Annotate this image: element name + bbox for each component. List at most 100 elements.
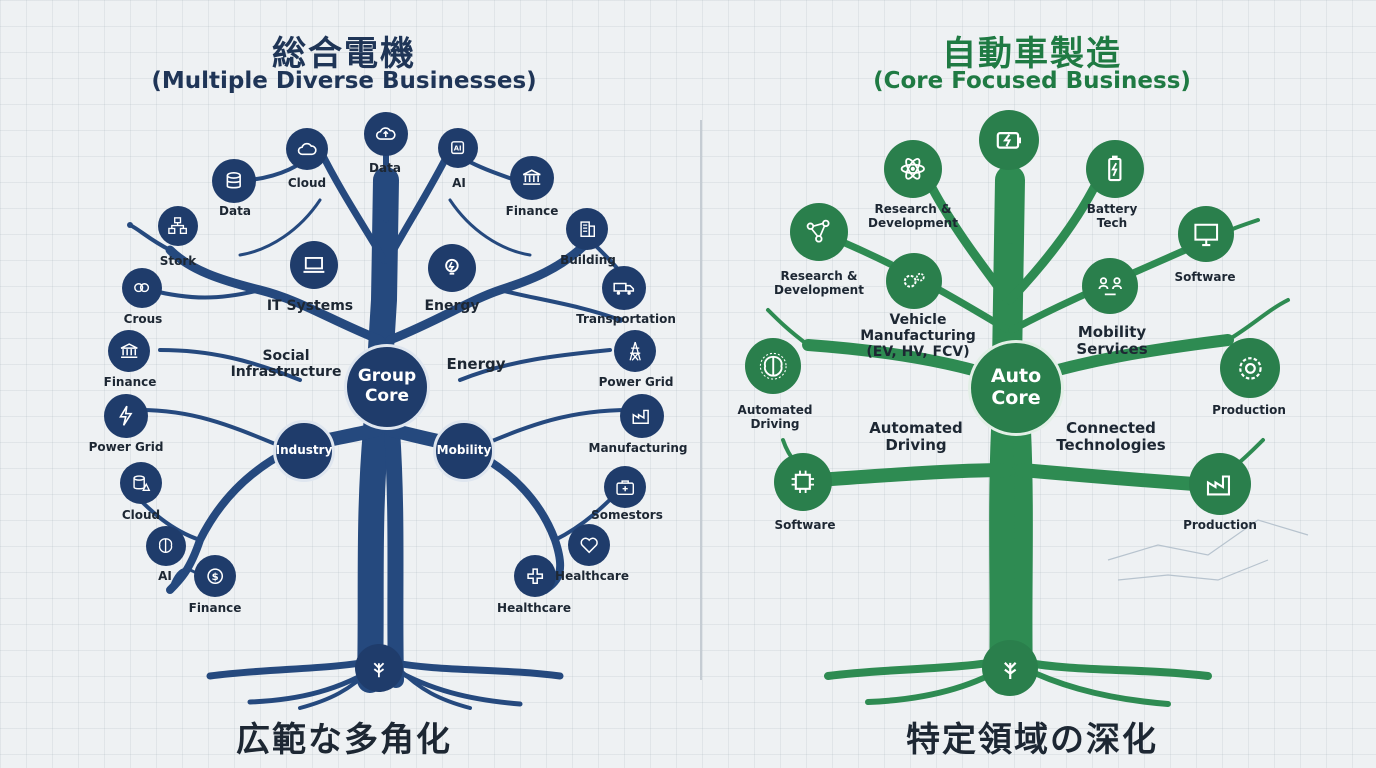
finance-left-label: Finance (103, 375, 157, 389)
healthcare-2-label: Healthcare (497, 601, 571, 615)
battery-tech-label-2: Tech (1096, 215, 1128, 230)
panel-divider (700, 120, 702, 680)
truck-icon (602, 266, 646, 310)
factory-icon (620, 394, 664, 438)
right-title-en: (Core Focused Business) (873, 68, 1191, 94)
energy-bulb-icon (428, 244, 476, 292)
data-top-label: Data (369, 161, 401, 175)
automated-driving-branch-label: Automated Driving (869, 419, 963, 455)
industry-hub-label: Industry (275, 443, 333, 458)
medical-kit-icon (604, 466, 646, 508)
svg-text:$: $ (211, 572, 218, 583)
industry-hub: Industry (273, 420, 335, 482)
manufacturing-label: Manufacturing (588, 441, 688, 455)
battery-charge-icon (979, 110, 1039, 170)
auto-core-label-2: Core (991, 387, 1041, 409)
link-icon (122, 268, 162, 308)
brain-icon (146, 526, 186, 566)
battery-tech-label-1: Battery (1086, 202, 1138, 216)
health-cross-icon (514, 555, 556, 597)
rnd-top-label-2: Development (868, 215, 958, 230)
monitor-icon (1178, 206, 1234, 262)
heart-stethoscope-icon (568, 524, 610, 566)
brain-circuit-icon (745, 338, 801, 394)
somestors-label: Somestors (591, 508, 663, 522)
right-title-jp: 自動車製造 (942, 34, 1122, 74)
rnd-top-label-1: Research & (874, 202, 952, 216)
lightning-icon (104, 394, 148, 438)
power-grid-left-label: Power Grid (88, 440, 164, 454)
growth-leaf-icon (355, 644, 403, 692)
ai-bottom-label: AI (158, 569, 172, 583)
automated-driving-leaf-label-1: Automated (737, 403, 813, 417)
battery-icon (1086, 140, 1144, 198)
dollar-icon: $ (194, 555, 236, 597)
gears-icon (886, 253, 942, 309)
network-nodes-icon (790, 203, 848, 261)
social-infra-label: Social Infrastructure (231, 348, 342, 380)
cloud-icon (286, 128, 328, 170)
growth-leaf-icon (982, 640, 1038, 696)
automated-driving-leaf-label-2: Driving (750, 416, 800, 431)
mobility-services-label-2: Services (1076, 340, 1148, 359)
connected-tech-label-2: Technologies (1056, 436, 1166, 455)
left-bottom-caption: 広範な多角化 (236, 720, 452, 760)
left-title-jp: 総合電機 (272, 34, 416, 74)
power-tower-icon (614, 330, 656, 372)
mobility-hub-label: Mobility (436, 443, 492, 458)
org-chart-icon (158, 206, 198, 246)
gear-icon (1220, 338, 1280, 398)
cloud-top-label: Cloud (287, 176, 327, 190)
rnd-left-label-1: Research & (780, 269, 858, 283)
transportation-label: Transportation (576, 312, 676, 326)
it-systems-label: IT Systems (266, 298, 354, 314)
diversified-panel: 総合電機 (Multiple Diverse Businesses) (88, 34, 688, 760)
left-title-en: (Multiple Diverse Businesses) (151, 68, 537, 94)
laptop-icon (290, 241, 338, 289)
factory-icon (1189, 453, 1251, 515)
automated-driving-branch-label-1: Automated (869, 419, 963, 437)
mobility-hub: Mobility (433, 420, 495, 482)
energy-upper-label: Energy (424, 298, 480, 314)
auto-core-label-1: Auto (990, 365, 1042, 388)
mobility-people-icon (1082, 258, 1138, 314)
production-1-label: Production (1212, 403, 1286, 417)
auto-core-node: Auto Core (968, 340, 1064, 436)
connected-tech-label-1: Connected (1066, 419, 1156, 437)
focused-panel: 自動車製造 (Core Focused Business) (688, 0, 1376, 768)
right-bottom-caption: 特定領域の深化 (906, 720, 1158, 760)
circuit-chip-icon (774, 453, 832, 511)
production-2-label: Production (1183, 518, 1257, 532)
mobility-services-label-1: Mobility (1077, 323, 1147, 341)
software-left-label: Software (774, 518, 836, 532)
healthcare-1-label: Healthcare (555, 569, 629, 583)
automated-driving-leaf-label: Automated Driving (737, 403, 813, 432)
group-core-label-1: Group (357, 366, 417, 387)
svg-text:AI: AI (454, 145, 462, 153)
group-core-label-2: Core (364, 386, 410, 406)
automated-driving-branch-label-2: Driving (885, 436, 947, 455)
vehicle-manufacturing-label: Vehicle Manufacturing (EV, HV, FCV) (860, 312, 976, 360)
social-infra-label-1: Social (262, 348, 310, 364)
stork-label: Stork (159, 254, 197, 268)
building-icon (566, 208, 608, 250)
crous-label: Crous (123, 312, 163, 326)
cloud-database-icon (120, 462, 162, 504)
connected-tech-label: Connected Technologies (1056, 419, 1166, 455)
vehicle-manufacturing-label-1: Vehicle (889, 312, 947, 328)
rnd-top-label: Research & Development (868, 202, 958, 231)
vehicle-manufacturing-label-3: (EV, HV, FCV) (866, 344, 970, 361)
rnd-left-label: Research & Development (774, 269, 864, 298)
battery-tech-label: Battery Tech (1086, 202, 1138, 231)
group-core-node: Group Core (344, 344, 430, 430)
atom-icon (884, 140, 942, 198)
finance-top-label: Finance (505, 204, 559, 218)
building-label: Building (560, 253, 616, 267)
finance-bank-icon (108, 330, 150, 372)
finance-bottom-label: Finance (188, 601, 242, 615)
data-left-label: Data (219, 204, 251, 218)
software-right-label: Software (1174, 270, 1236, 284)
rnd-left-label-2: Development (774, 282, 864, 297)
vehicle-manufacturing-label-2: Manufacturing (860, 328, 976, 345)
